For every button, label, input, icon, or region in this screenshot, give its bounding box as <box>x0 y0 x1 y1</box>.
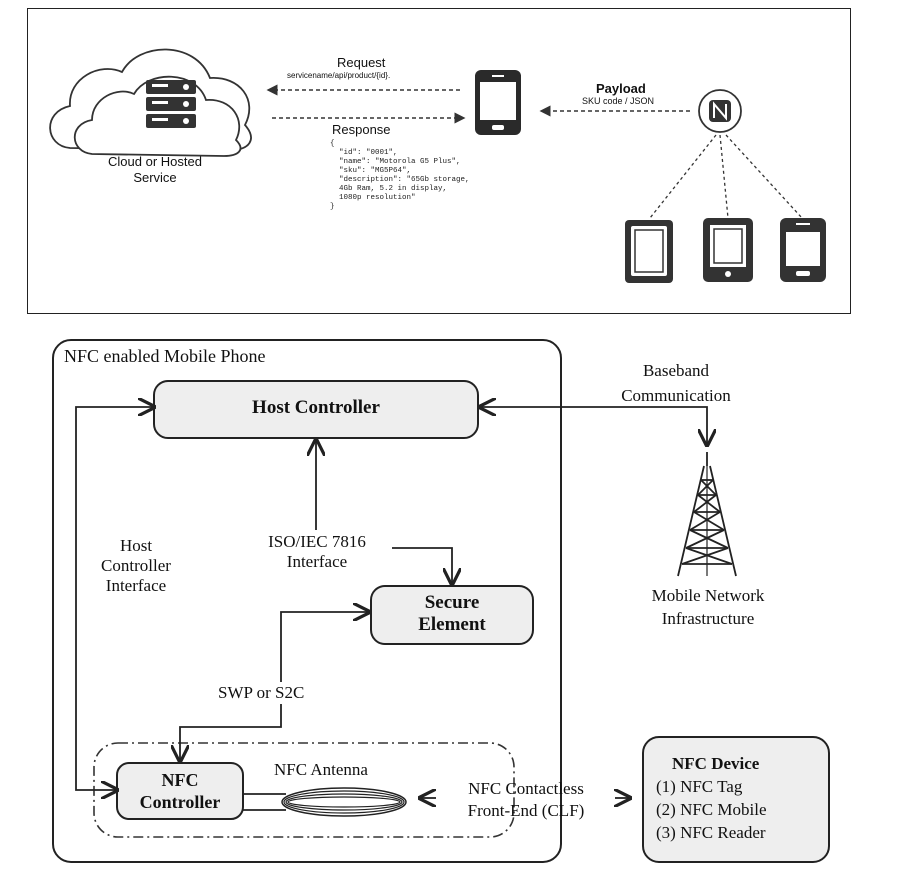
host-controller-label: Host Controller <box>252 397 380 418</box>
clf-line2: Front-End (CLF) <box>467 801 585 820</box>
cell-tower-icon <box>677 452 737 577</box>
phone-frame-title: NFC enabled Mobile Phone <box>64 346 266 366</box>
secure-element-label: Secure Element <box>371 592 533 636</box>
nfc-controller-line2: Controller <box>139 792 221 812</box>
request-label: Request <box>337 55 386 70</box>
host-controller-interface-label: Host Controller Interface <box>80 536 192 596</box>
hci-line1: Host <box>119 536 153 555</box>
response-label: Response <box>332 122 391 137</box>
phone-icon <box>780 218 826 282</box>
clf-line1: NFC Contactless <box>468 779 584 798</box>
nfc-controller-label: NFC Controller <box>117 769 243 813</box>
clf-label: NFC Contactless Front-End (CLF) <box>436 778 616 822</box>
secure-element-box <box>370 585 534 645</box>
baseband-line1: Baseband <box>642 361 710 380</box>
nfc-device-item: (3) NFC Reader <box>656 823 766 842</box>
cloud-label-line2: Service <box>133 170 177 185</box>
cloud-label-line1: Cloud or Hosted <box>108 154 202 169</box>
payload-label: Payload <box>596 81 646 96</box>
nfc-device-item: (1) NFC Tag <box>656 777 743 796</box>
mni-line2: Infrastructure <box>661 609 755 628</box>
nfc-device-content: NFC Device (1) NFC Tag (2) NFC Mobile (3… <box>656 752 767 844</box>
hci-line2: Controller <box>101 556 171 575</box>
hci-line3: Interface <box>105 576 167 595</box>
nfc-device-box <box>642 736 830 863</box>
nfc-antenna-label: NFC Antenna <box>274 760 368 779</box>
iso-line2: Interface <box>286 552 348 571</box>
payload-sublabel: SKU code / JSON <box>582 96 655 106</box>
nfc-device-item: (2) NFC Mobile <box>656 800 767 819</box>
baseband-label: Baseband Communication <box>588 358 764 408</box>
mni-line1: Mobile Network <box>651 586 765 605</box>
nfc-controller-line1: NFC <box>161 770 199 790</box>
mobile-network-label: Mobile Network Infrastructure <box>620 584 796 630</box>
request-path: servicename/api/product/{id}. <box>287 71 391 80</box>
response-json: { "id": "0001", "name": "Motorola G5 Plu… <box>330 140 470 211</box>
cloud-label: Cloud or Hosted Service <box>90 154 220 186</box>
tablet-icon <box>625 220 673 283</box>
secure-line1: Secure <box>424 592 480 613</box>
iso-interface-label: ISO/IEC 7816 Interface <box>242 532 392 572</box>
phone-icon <box>703 218 753 282</box>
baseband-line2: Communication <box>621 386 731 405</box>
nfc-icon <box>698 89 742 133</box>
server-icon <box>146 80 196 128</box>
iso-line1: ISO/IEC 7816 <box>268 532 366 551</box>
nfc-device-title: NFC Device <box>672 754 760 773</box>
swp-label: SWP or S2C <box>216 683 307 703</box>
nfc-antenna-coil <box>281 787 407 817</box>
smartphone-icon <box>475 70 521 135</box>
secure-line2: Element <box>418 614 486 635</box>
phone-frame <box>52 339 562 863</box>
